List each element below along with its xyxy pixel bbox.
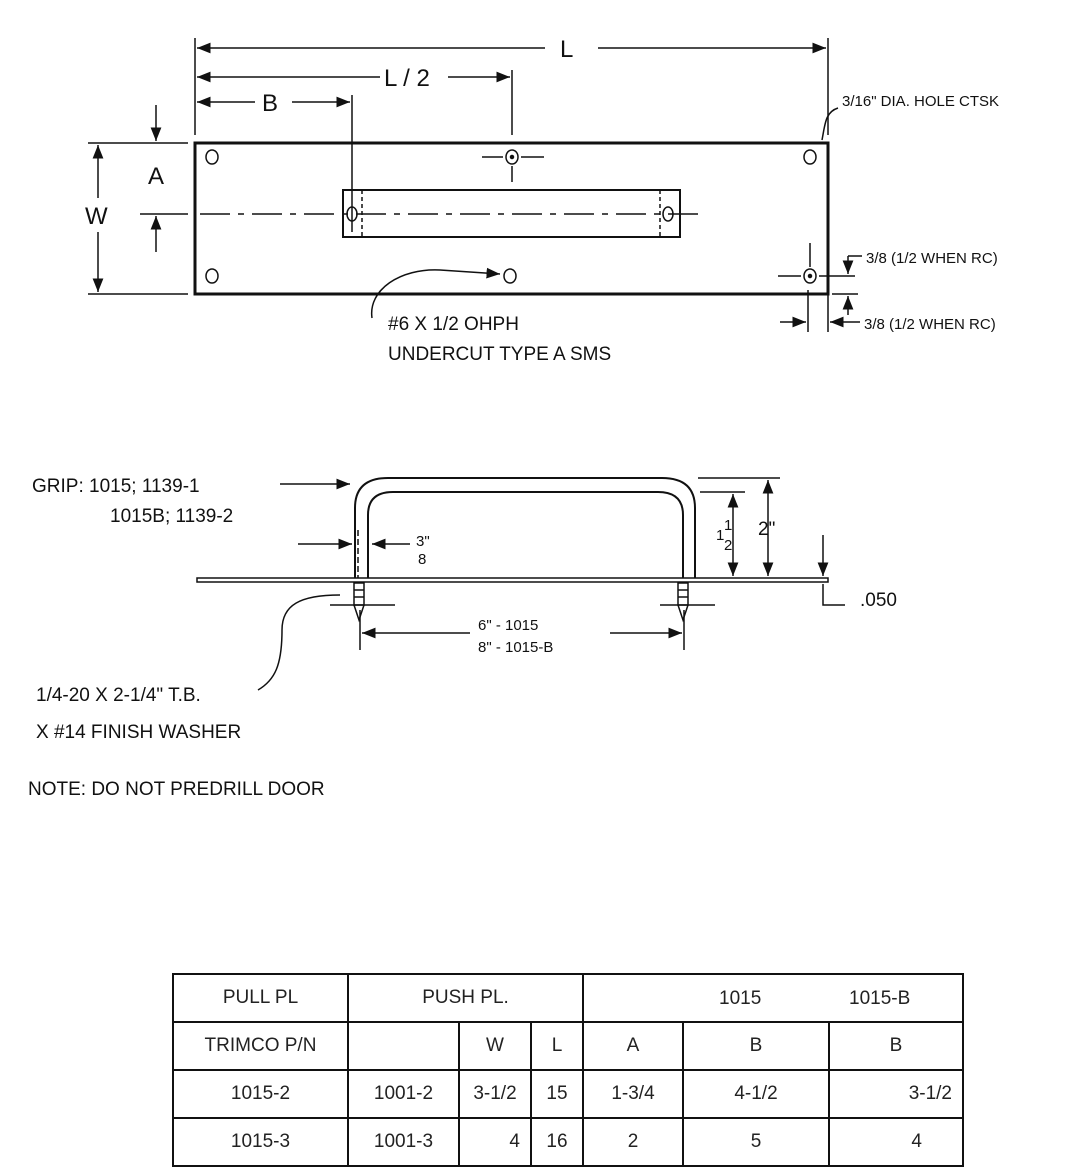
push-plate-outline — [193, 141, 830, 296]
screw-note-line1: #6 X 1/2 OHPH — [388, 314, 519, 335]
dim-L-half-label: L / 2 — [384, 65, 430, 92]
plate-view-labels: L L / 2 B A W 3/16" DIA. HOLE CTSK 3/8 (… — [85, 36, 999, 365]
hole-center-icon — [505, 149, 519, 165]
thickness-label: .050 — [860, 590, 897, 611]
edge-note-horizontal: 3/8 (1/2 WHEN RC) — [864, 316, 996, 333]
height-outer: 2" — [758, 519, 775, 540]
height-inner-whole: 1 — [716, 527, 724, 544]
dim-B-label: B — [262, 90, 278, 117]
bolt-note-line1: 1/4-20 X 2-1/4" T.B. — [36, 685, 201, 706]
header-1015-b: 1015-B — [849, 988, 911, 1009]
table-row: 1015-2 1001-2 3-1/2 15 1-3/4 4-1/2 3-1/2 — [172, 1069, 964, 1119]
cell-b2: 3-1/2 — [828, 1069, 964, 1119]
door-plate — [196, 577, 829, 583]
grip-view-labels: GRIP: 1015; 1139-1 1015B; 1139-2 3" 8 1 … — [28, 476, 897, 800]
dimension-table: PULL PL PUSH PL. 1015 1015-B TRIMCO P/N … — [172, 973, 964, 1167]
pull-handle-outline — [342, 189, 681, 238]
header-a: A — [582, 1021, 684, 1071]
height-inner-den: 2 — [724, 537, 732, 554]
hole-icon — [205, 149, 219, 165]
hole-icon — [803, 149, 817, 165]
spacing-line2: 8" - 1015-B — [478, 639, 553, 656]
cell-pull: 1015-3 — [172, 1117, 349, 1167]
header-1015: 1015 — [719, 988, 762, 1009]
dim-L-label: L — [560, 36, 573, 63]
cell-w: 3-1/2 — [458, 1069, 532, 1119]
header-l: L — [530, 1021, 584, 1071]
spacing-line1: 6" - 1015 — [478, 617, 538, 634]
diameter-numerator: 3" — [416, 533, 430, 550]
cell-b: 4-1/2 — [682, 1069, 830, 1119]
header-b2: B — [828, 1021, 964, 1071]
header-push-pl: PUSH PL. — [347, 973, 584, 1023]
note-text: NOTE: DO NOT PREDRILL DOOR — [28, 779, 325, 800]
cell-b2: 4 — [828, 1117, 964, 1167]
dim-W-label: W — [85, 203, 108, 230]
table-header-row: PULL PL PUSH PL. 1015 1015-B — [172, 973, 964, 1023]
diameter-denominator: 8 — [418, 551, 426, 568]
cell-b: 5 — [682, 1117, 830, 1167]
screw-note-line2: UNDERCUT TYPE A SMS — [388, 344, 611, 365]
hole-icon — [205, 268, 219, 284]
header-trimco-pn: TRIMCO P/N — [172, 1021, 349, 1071]
dim-A-label: A — [148, 163, 164, 190]
cell-a: 2 — [582, 1117, 684, 1167]
hole-note: 3/16" DIA. HOLE CTSK — [842, 93, 999, 110]
header-model-group: 1015 1015-B — [582, 973, 964, 1023]
plate-view — [88, 38, 862, 332]
table-subheader-row: TRIMCO P/N W L A B B — [172, 1021, 964, 1071]
header-w: W — [458, 1021, 532, 1071]
grip-outer — [354, 477, 696, 578]
height-inner-num: 1 — [724, 517, 732, 534]
grip-side-view — [196, 477, 845, 691]
hole-center-icon — [803, 268, 817, 284]
header-pull-pl: PULL PL — [172, 973, 349, 1023]
edge-note-vertical: 3/8 (1/2 WHEN RC) — [866, 250, 998, 267]
table-row: 1015-3 1001-3 4 16 2 5 4 — [172, 1117, 964, 1167]
header-b: B — [682, 1021, 830, 1071]
hole-icon — [503, 268, 517, 284]
grip-label-line1: GRIP: 1015; 1139-1 — [32, 476, 200, 497]
cell-w: 4 — [458, 1117, 532, 1167]
grip-inner — [367, 491, 684, 578]
grip-label-line2: 1015B; 1139-2 — [110, 506, 233, 527]
cell-a: 1-3/4 — [582, 1069, 684, 1119]
cell-push: 1001-2 — [347, 1069, 460, 1119]
cell-l: 15 — [530, 1069, 584, 1119]
cell-push: 1001-3 — [347, 1117, 460, 1167]
cell-l: 16 — [530, 1117, 584, 1167]
cell-pull: 1015-2 — [172, 1069, 349, 1119]
bolt-note-line2: X #14 FINISH WASHER — [36, 722, 241, 743]
header-blank — [347, 1021, 460, 1071]
